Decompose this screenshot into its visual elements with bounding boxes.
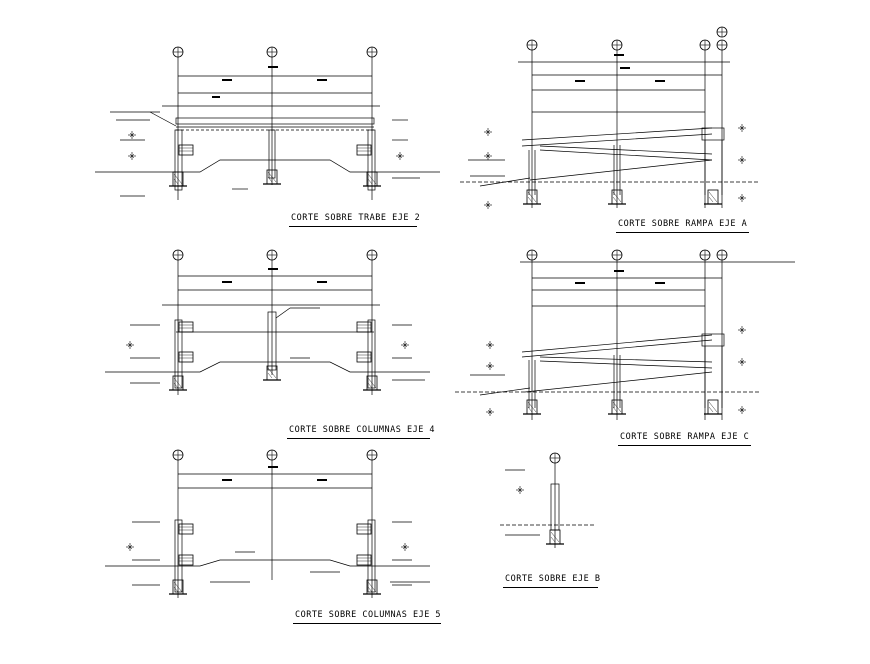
annotation-marks: [212, 54, 665, 481]
section-trabe-eje-2: [95, 46, 440, 200]
caption-underline: [289, 226, 417, 227]
section-columnas-eje-4: [105, 249, 430, 395]
caption-underline: [293, 623, 441, 624]
caption-rampa-eje-a: CORTE SOBRE RAMPA EJE A: [618, 219, 748, 229]
caption-underline: [618, 445, 751, 446]
section-eje-b: [500, 452, 595, 548]
caption-underline: [616, 232, 749, 233]
caption-eje-b: CORTE SOBRE EJE B: [505, 574, 601, 584]
section-rampa-eje-c: [455, 249, 795, 420]
section-columnas-eje-5: [105, 449, 430, 598]
caption-trabe-eje-2: CORTE SOBRE TRABE EJE 2: [291, 213, 421, 223]
caption-rampa-eje-c: CORTE SOBRE RAMPA EJE C: [620, 432, 750, 442]
caption-columnas-eje-5: CORTE SOBRE COLUMNAS EJE 5: [295, 610, 442, 620]
caption-underline: [287, 438, 430, 439]
caption-underline: [503, 587, 598, 588]
caption-columnas-eje-4: CORTE SOBRE COLUMNAS EJE 4: [289, 425, 436, 435]
section-rampa-eje-a: [460, 26, 760, 210]
